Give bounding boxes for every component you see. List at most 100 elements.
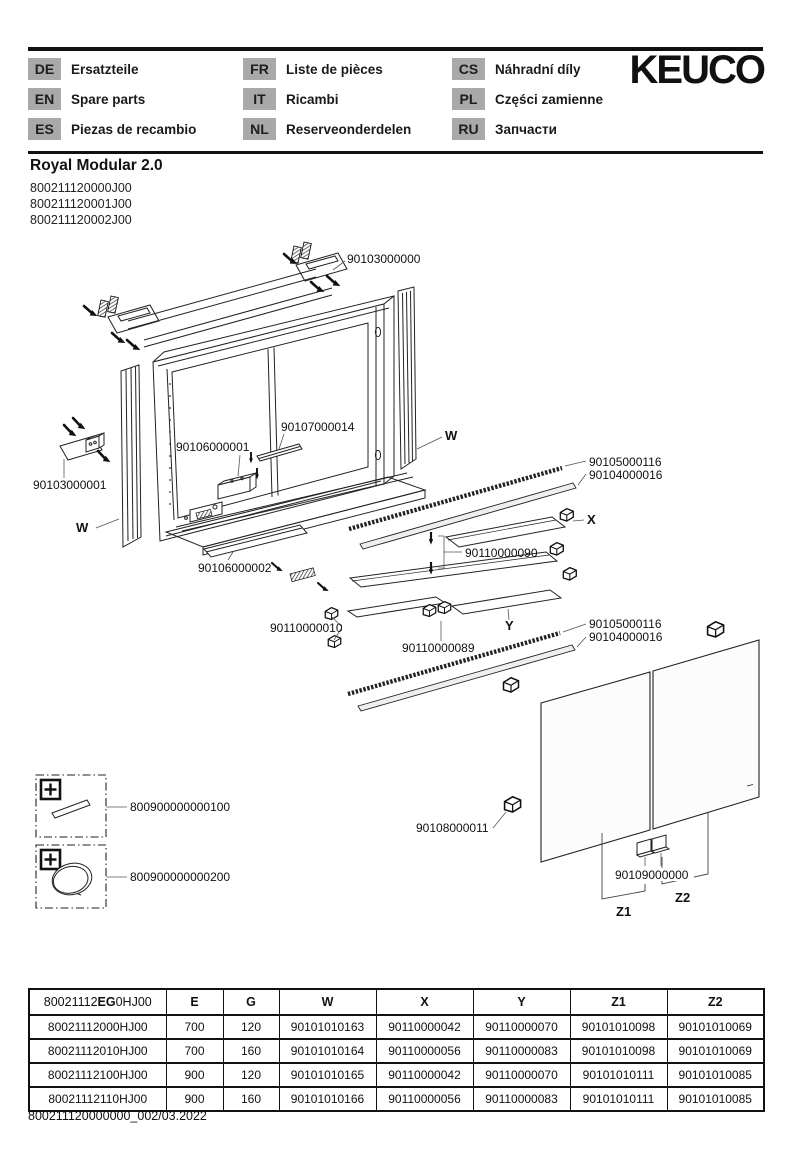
interior-hardware	[184, 433, 303, 523]
part-labels: 90103000000 90103000001 W 90106000001 90…	[33, 252, 690, 919]
cell-e: 700	[165, 1038, 223, 1063]
side-panel-left	[95, 364, 142, 548]
cell-z2: 90101010069	[666, 1014, 764, 1039]
cell-g: 120	[222, 1014, 279, 1039]
lang-label-en: Spare parts	[71, 91, 146, 107]
wall-rail-assembly	[80, 241, 348, 354]
cabinet-body	[152, 294, 427, 556]
side-panel-right	[397, 286, 443, 470]
cell-e: 900	[165, 1062, 223, 1087]
lang-badge-nl: NL	[243, 118, 276, 140]
cell-e: 700	[165, 1014, 223, 1039]
lang-badge-en: EN	[28, 88, 61, 110]
page-title: Royal Modular 2.0	[30, 157, 163, 174]
cell-x: 90110000042	[375, 1014, 473, 1039]
label-bottom-tray: 90106000002	[198, 561, 272, 575]
document-reference: 800211120000000_002/03.2022	[28, 1109, 207, 1123]
label-shelf-clips-mid: 90110000089	[402, 641, 475, 655]
table-row: 80021112100HJ00 900 120 90101010165 9011…	[29, 1062, 764, 1087]
lang-label-it: Ricambi	[286, 91, 339, 107]
lang-label-es: Piezas de recambio	[71, 121, 197, 137]
cell-w: 90101010165	[278, 1062, 376, 1087]
lang-label-ru: Запчасти	[495, 121, 557, 137]
label-z1: Z1	[616, 904, 631, 919]
cell-y: 90110000070	[472, 1062, 570, 1087]
cell-model: 80021112000HJ00	[29, 1014, 166, 1039]
label-led-strip-2: 90105000116	[589, 617, 662, 631]
column-header-model: 80021112EG0HJ00	[29, 989, 166, 1015]
label-rail-bracket-top: 90103000000	[347, 252, 421, 266]
lang-badge-es: ES	[28, 118, 61, 140]
door-handles	[635, 834, 671, 890]
column-header-g: G	[222, 989, 279, 1015]
lang-row-it: IT Ricambi	[243, 88, 339, 110]
table-row: 80021112000HJ00 700 120 90101010163 9011…	[29, 1014, 764, 1039]
lang-row-es: ES Piezas de recambio	[28, 118, 196, 140]
lang-label-de: Ersatzteile	[71, 61, 139, 77]
label-accessory-strip: 800900000000100	[130, 800, 230, 814]
cell-model: 80021112010HJ00	[29, 1038, 166, 1063]
led-strip-lower	[347, 623, 587, 712]
label-w-right: W	[445, 428, 458, 443]
shelf-pin-holes	[169, 383, 171, 505]
cell-y: 90110000070	[472, 1014, 570, 1039]
lang-row-fr: FR Liste de pièces	[243, 58, 383, 80]
cell-z1: 90101010098	[569, 1014, 667, 1039]
mirror-doors	[540, 639, 760, 863]
lang-badge-de: DE	[28, 58, 61, 80]
cell-g: 120	[222, 1062, 279, 1087]
cell-x: 90110000056	[375, 1038, 473, 1063]
lang-label-fr: Liste de pièces	[286, 61, 383, 77]
cell-model: 80021112100HJ00	[29, 1062, 166, 1087]
label-light-module: 90107000014	[281, 420, 355, 434]
product-block: Royal Modular 2.0 800211120000J00 800211…	[30, 157, 163, 228]
column-header-w: W	[278, 989, 376, 1015]
table-row: 80021112010HJ00 700 160 90101010164 9011…	[29, 1038, 764, 1063]
lang-row-ru: RU Запчасти	[452, 118, 557, 140]
lang-row-de: DE Ersatzteile	[28, 58, 139, 80]
column-header-x: X	[375, 989, 473, 1015]
lang-label-nl: Reserveonderdelen	[286, 121, 412, 137]
label-shelf-x: X	[587, 512, 596, 527]
cell-x: 90110000056	[375, 1086, 473, 1111]
label-shelf-y: Y	[505, 618, 514, 633]
table-header-row: 80021112EG0HJ00 E G W X Y Z1 Z2	[29, 989, 764, 1015]
variant-code: 800211120000J00	[30, 181, 132, 195]
cell-y: 90110000083	[472, 1038, 570, 1063]
table-row: 80021112110HJ00 900 160 90101010166 9011…	[29, 1086, 764, 1111]
lang-row-pl: PL Części zamienne	[452, 88, 603, 110]
column-header-e: E	[165, 989, 223, 1015]
led-strip-upper	[348, 460, 587, 550]
cell-z1: 90101010098	[569, 1038, 667, 1063]
lang-label-pl: Części zamienne	[495, 91, 604, 107]
label-led-profile-1: 90104000016	[589, 468, 663, 482]
lang-badge-ru: RU	[452, 118, 485, 140]
model-header-pre: 80021112	[43, 995, 98, 1009]
variant-code: 800211120002J00	[30, 213, 132, 227]
label-z2: Z2	[675, 890, 690, 905]
shelf-clip	[502, 677, 520, 693]
cell-model: 80021112110HJ00	[29, 1086, 166, 1111]
cell-z1: 90101010111	[569, 1086, 667, 1111]
cell-w: 90101010166	[278, 1086, 376, 1111]
cell-x: 90110000042	[375, 1062, 473, 1087]
cell-g: 160	[222, 1038, 279, 1063]
left-bracket-part	[59, 416, 114, 478]
lang-badge-fr: FR	[243, 58, 276, 80]
keuco-logo: KEUCO	[629, 48, 766, 92]
cell-g: 160	[222, 1086, 279, 1111]
cell-e: 900	[165, 1086, 223, 1111]
label-shelf-clips-left: 90110000010	[270, 621, 343, 635]
lang-row-cs: CS Náhradní díly	[452, 58, 581, 80]
label-shelf-mid: 90110000090	[465, 546, 538, 560]
variants-table: 80021112EG0HJ00 E G W X Y Z1 Z2 80021112…	[28, 988, 765, 1112]
label-backing	[612, 868, 694, 881]
cell-z2: 90101010069	[666, 1038, 764, 1063]
lang-badge-it: IT	[243, 88, 276, 110]
label-rail-bracket-left: 90103000001	[33, 478, 107, 492]
cell-z2: 90101010085	[666, 1062, 764, 1087]
label-accessory-oval: 800900000000200	[130, 870, 230, 884]
cell-w: 90101010164	[278, 1038, 376, 1063]
